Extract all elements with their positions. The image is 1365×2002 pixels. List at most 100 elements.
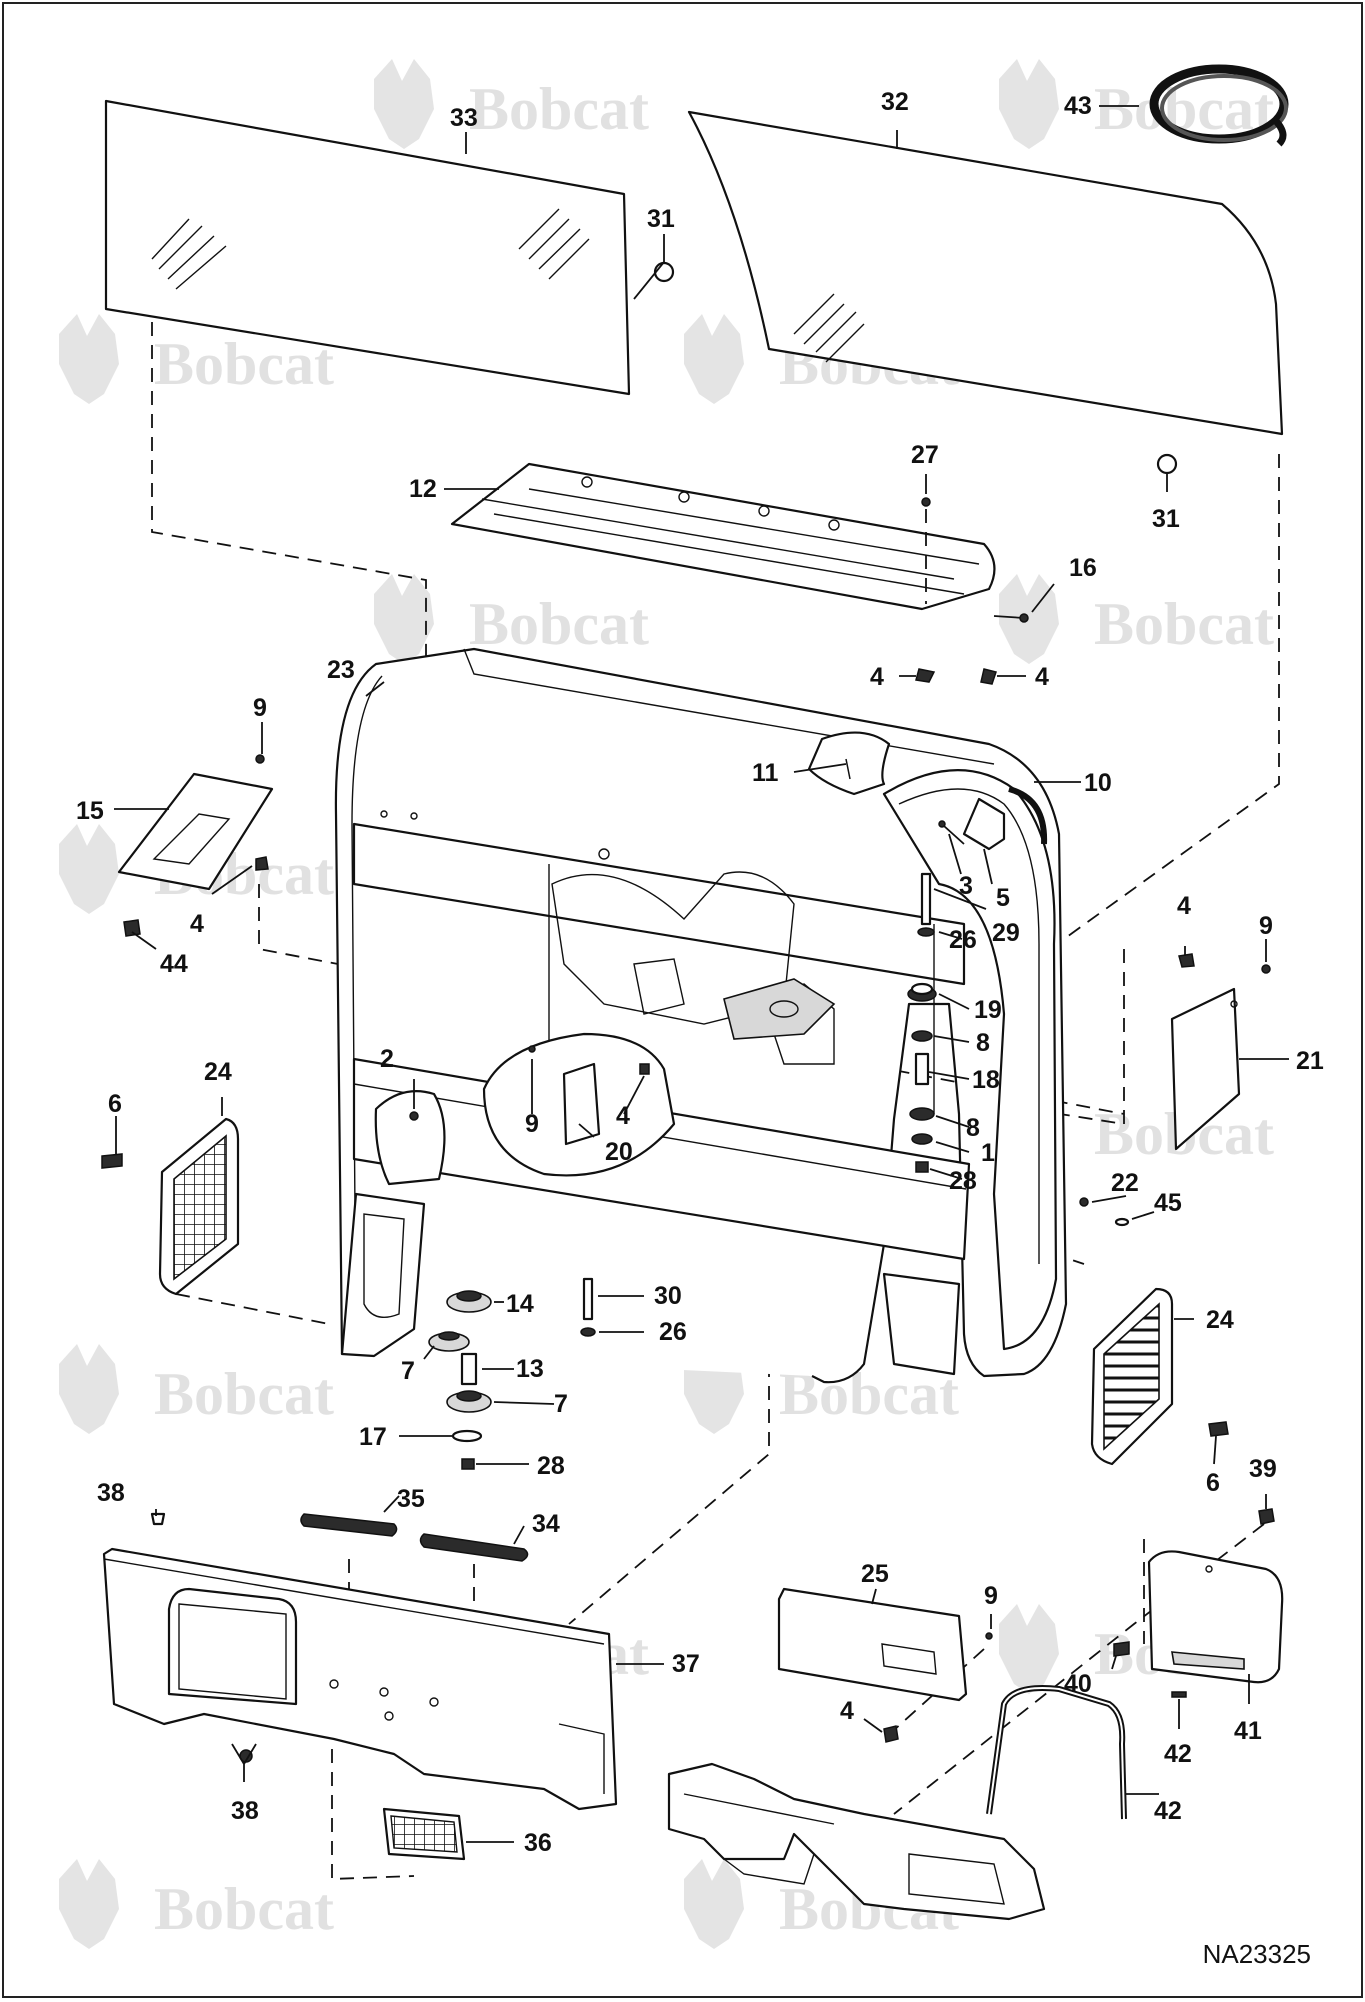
callout-26: 26 — [659, 1318, 687, 1346]
part-38-fastener — [150, 1512, 166, 1526]
callout-20: 20 — [605, 1138, 633, 1166]
callout-33: 33 — [450, 104, 478, 132]
callout-7: 7 — [401, 1357, 415, 1385]
callout-29: 29 — [992, 919, 1020, 947]
callout-3: 3 — [959, 872, 973, 900]
drawing-number: NA23325 — [1202, 1939, 1311, 1969]
callout-4: 4 — [190, 910, 204, 938]
callout-4: 4 — [1035, 663, 1049, 691]
part-40-latch — [1113, 1641, 1130, 1657]
callout-15: 15 — [76, 797, 104, 825]
callout-4: 4 — [870, 663, 884, 691]
part-44-clip — [123, 919, 141, 937]
callout-4: 4 — [1177, 892, 1191, 920]
watermark-logo — [374, 574, 434, 664]
callout-24: 24 — [204, 1058, 232, 1086]
part-6-fastener — [101, 1153, 123, 1169]
part-10-seal-strip — [1008, 786, 1048, 845]
part-4-clip — [639, 1063, 650, 1075]
callout-5: 5 — [996, 884, 1010, 912]
callout-6: 6 — [1206, 1469, 1220, 1497]
callout-38: 38 — [231, 1797, 259, 1825]
callout-labels: 33 32 43 31 31 27 12 16 4 4 23 9 11 10 1… — [76, 88, 1324, 1857]
callout-18: 18 — [972, 1066, 1000, 1094]
part-21-side-panel — [1170, 953, 1271, 1151]
callout-44: 44 — [160, 950, 188, 978]
part-22-screw — [1079, 1197, 1089, 1207]
part-26-washer — [917, 927, 935, 937]
part-26-washer — [580, 1327, 596, 1337]
part-11-detail-cutout — [807, 731, 891, 796]
callout-17: 17 — [359, 1423, 387, 1451]
callout-31: 31 — [1152, 505, 1180, 533]
watermark-logo — [59, 314, 119, 404]
part-29-bolt — [920, 872, 932, 926]
callout-21: 21 — [1296, 1047, 1324, 1075]
part-18-spacer — [914, 1052, 930, 1086]
part-45-washer — [1114, 1217, 1130, 1227]
watermark-logo — [59, 1859, 119, 1949]
part-4-clip — [883, 1725, 899, 1743]
part-42-clip — [1171, 1691, 1187, 1698]
watermark-logo — [59, 824, 119, 914]
callout-43: 43 — [1064, 92, 1092, 120]
callout-1: 1 — [981, 1139, 995, 1167]
part-2-detail-cutout — [374, 1090, 446, 1186]
callout-27: 27 — [911, 441, 939, 469]
callout-23: 23 — [327, 656, 355, 684]
part-34-strip — [419, 1533, 529, 1562]
callout-41: 41 — [1234, 1717, 1262, 1745]
callout-9: 9 — [253, 694, 267, 722]
mount-stack-left — [428, 1277, 596, 1470]
part-24-grille-left — [101, 1117, 240, 1296]
callout-14: 14 — [506, 1290, 534, 1318]
callout-22: 22 — [1111, 1169, 1139, 1197]
leader-lines — [114, 105, 1289, 1843]
part-8-washer — [909, 1107, 935, 1121]
exploded-parts-diagram: Bobcat Bobcat Bobcat Bobcat Bobcat Bobca… — [59, 59, 1324, 1949]
part-41-door-panel — [1113, 1508, 1284, 1698]
part-24-grille-right — [1090, 1287, 1229, 1466]
callout-10: 10 — [1084, 769, 1112, 797]
watermark-logo — [999, 1604, 1059, 1694]
callout-42: 42 — [1164, 1740, 1192, 1768]
callout-6: 6 — [108, 1090, 122, 1118]
callout-40: 40 — [1064, 1670, 1092, 1698]
callout-12: 12 — [409, 475, 437, 503]
callout-38: 38 — [97, 1479, 125, 1507]
callout-31: 31 — [647, 205, 675, 233]
part-30-bolt — [582, 1277, 594, 1321]
watermark-logo — [684, 1859, 744, 1949]
callout-39: 39 — [1249, 1455, 1277, 1483]
part-4-clip — [980, 668, 997, 685]
mount-stack-right — [907, 872, 937, 1173]
part-33-glass-panel — [104, 99, 631, 396]
callout-8: 8 — [976, 1029, 990, 1057]
callout-9: 9 — [984, 1582, 998, 1610]
part-5-bracket — [962, 797, 1006, 851]
callout-36: 36 — [524, 1829, 552, 1857]
part-27-screw — [921, 497, 931, 604]
part-15-mounting-plate — [117, 754, 274, 937]
part-43-window-seal — [1149, 64, 1289, 147]
part-4-clip — [1178, 953, 1195, 968]
part-25-plate — [777, 1587, 993, 1743]
callout-9: 9 — [525, 1110, 539, 1138]
part-32-curved-window — [687, 110, 1284, 436]
part-9-screw — [985, 1632, 993, 1640]
callout-34: 34 — [532, 1510, 560, 1538]
part-42-seal — [986, 1685, 1127, 1820]
watermark-logo — [999, 574, 1059, 664]
part-39-fastener — [1258, 1508, 1275, 1525]
callout-4: 4 — [840, 1697, 854, 1725]
part-6-fastener — [1208, 1421, 1229, 1437]
callout-25: 25 — [861, 1560, 889, 1588]
watermark-logo — [374, 59, 434, 149]
part-31-grommet — [1156, 453, 1178, 475]
part-9-screw — [255, 754, 265, 764]
callout-19: 19 — [974, 996, 1002, 1024]
callout-24: 24 — [1206, 1306, 1234, 1334]
callout-2: 2 — [380, 1045, 394, 1073]
watermark-logo — [59, 1344, 119, 1434]
